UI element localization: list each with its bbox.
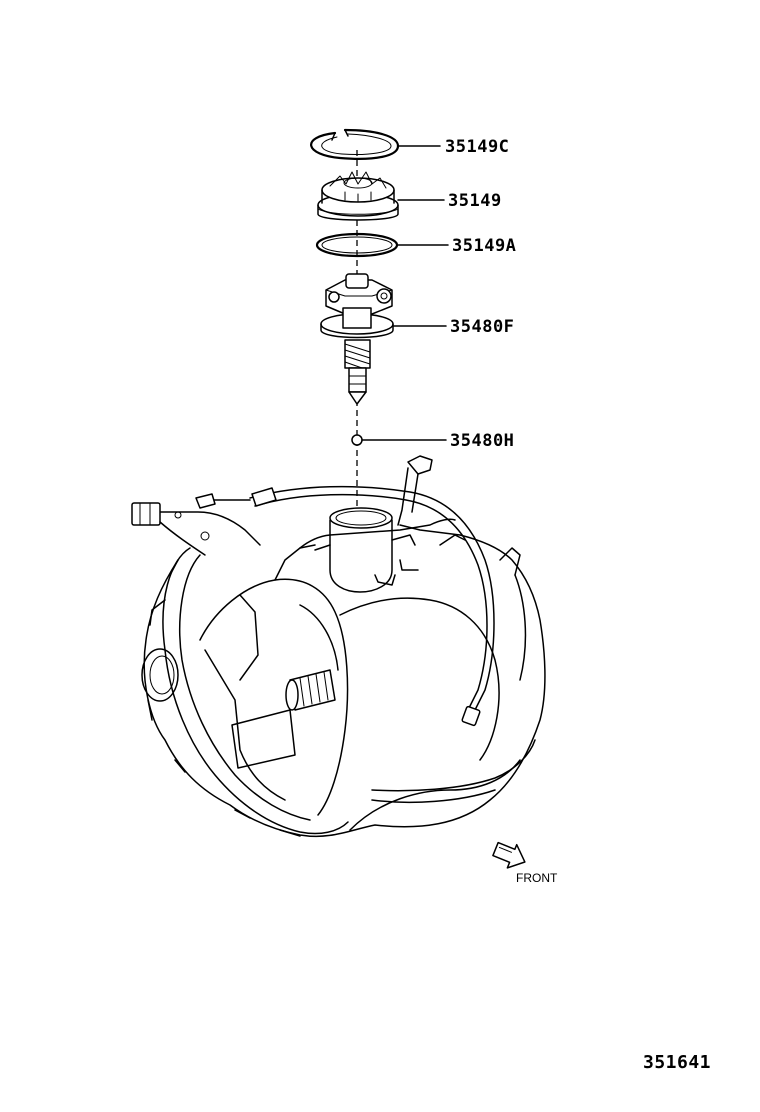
part-number-o-ring: 35149A [452, 236, 516, 256]
part-number-driven-gear: 35480F [450, 317, 514, 337]
transaxle-housing-drawing [131, 455, 546, 838]
front-direction-label: FRONT [516, 871, 558, 885]
sleeve-drawing[interactable] [317, 171, 399, 221]
part-number-sleeve: 35149 [448, 191, 502, 211]
part-number-snap-ring: 35149C [445, 137, 509, 157]
driven-gear-drawing[interactable] [320, 273, 394, 405]
diagram-number: 351641 [643, 1052, 711, 1073]
snap-ring-drawing[interactable] [310, 128, 400, 160]
front-arrow-icon [492, 841, 526, 869]
ball-drawing[interactable] [351, 434, 363, 446]
part-number-ball: 35480H [450, 431, 514, 451]
